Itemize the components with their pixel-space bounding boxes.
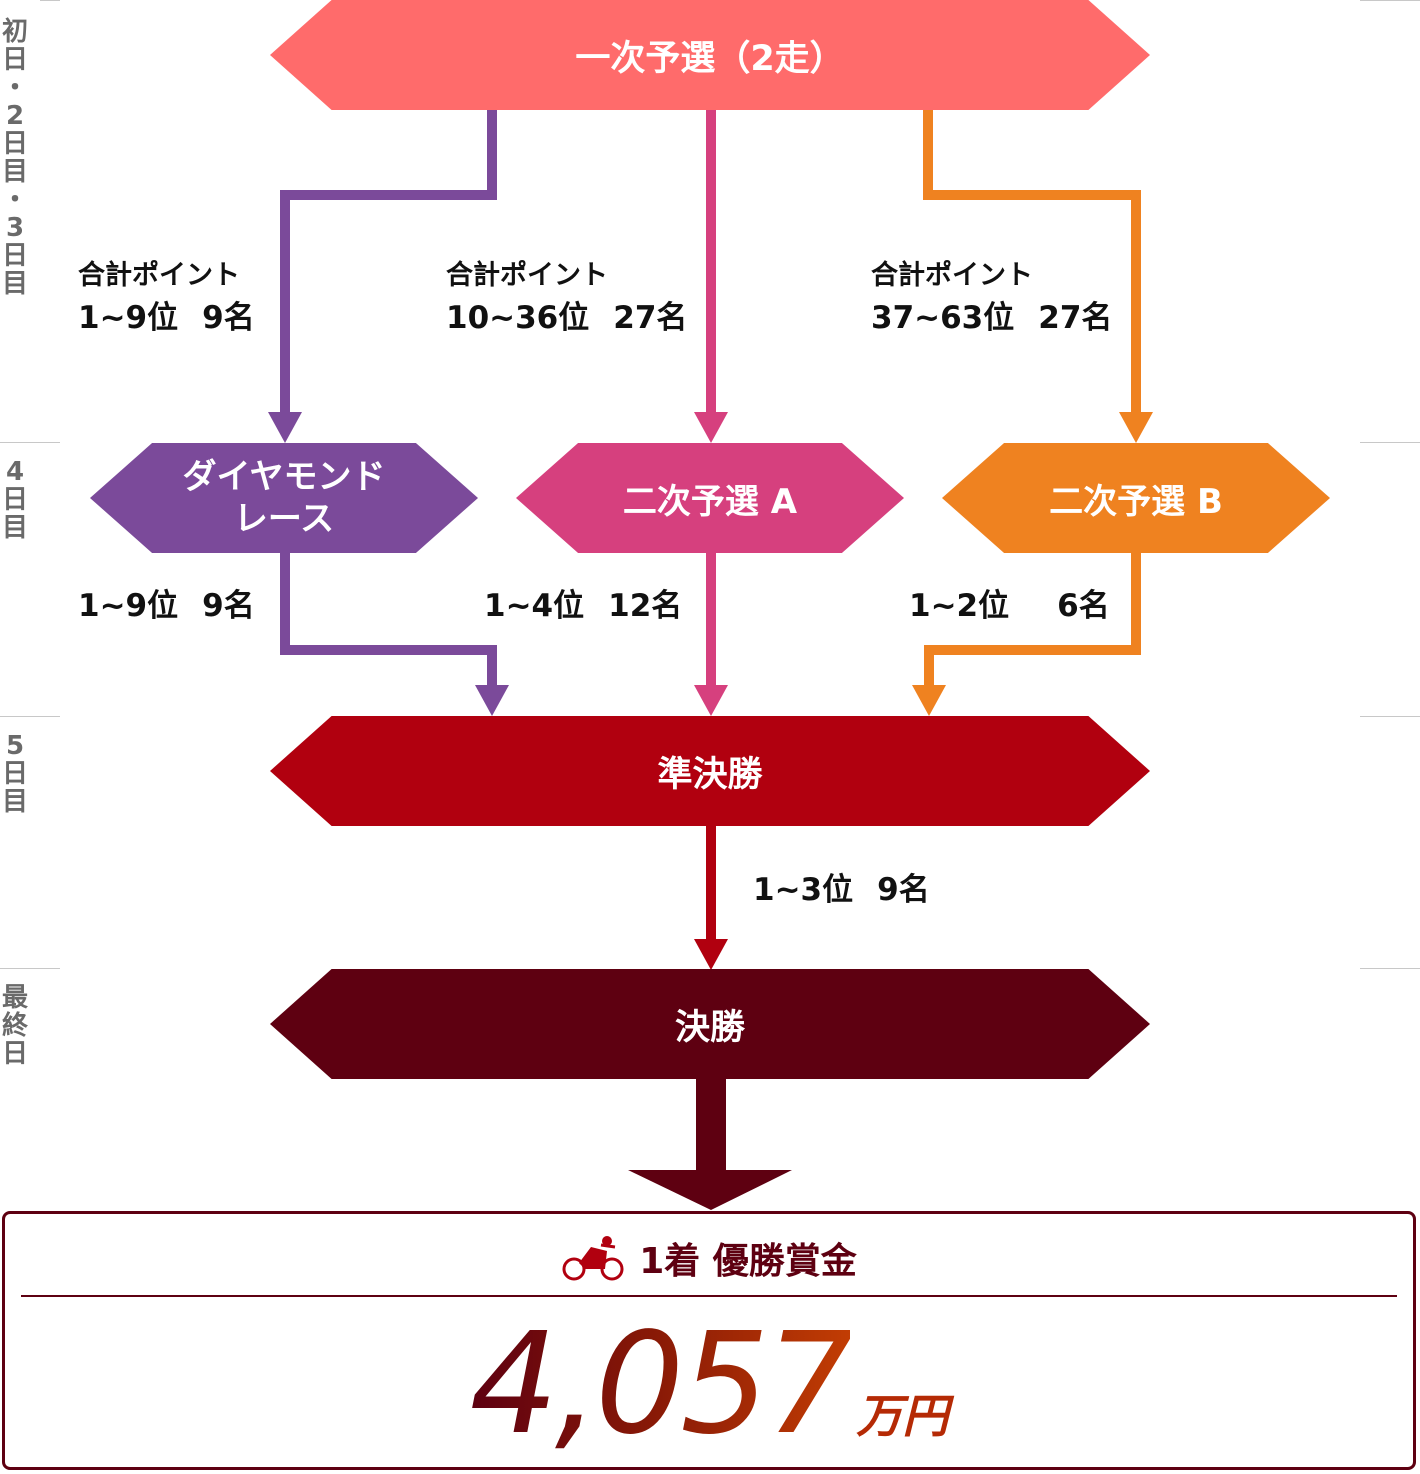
day-label-char: 目	[1, 269, 28, 299]
stage-second-a-label: 二次予選 A	[622, 481, 798, 522]
points-caption: 合計ポイント	[78, 260, 240, 291]
rank-range: 1~4位	[484, 588, 585, 624]
stage-semifinal: 準決勝	[270, 716, 1150, 826]
prize-header: 1着 優勝賞金	[5, 1232, 1413, 1284]
cyclist-icon	[562, 1236, 624, 1281]
day-label-char: 目	[1, 787, 28, 817]
advance-label-left: 合計ポイント 1~9位 9名	[78, 257, 255, 341]
rank-count: 9名	[877, 872, 930, 908]
day-label-char: 3	[5, 213, 25, 243]
rank-count: 12名	[608, 588, 683, 624]
day-label-char: 日	[1, 129, 28, 159]
advance-from-diamond: 1~9位 9名	[78, 586, 255, 626]
connector-diamond-to-semi	[280, 553, 497, 688]
rank-range: 1~2位	[909, 588, 1010, 624]
divider	[1360, 0, 1420, 1]
divider	[1360, 716, 1420, 717]
final-to-prize-stem	[696, 1078, 726, 1170]
day-label-char: 目	[1, 513, 28, 543]
advance-from-semifinal: 1~3位 9名	[753, 870, 930, 910]
stage-final: 決勝	[270, 969, 1150, 1079]
day-label-char: ・	[1, 185, 28, 215]
stage-diamond-race: ダイヤモンド レース	[90, 443, 478, 553]
connector-secondB-to-semi	[924, 553, 1141, 688]
final-to-prize-arrowhead	[628, 1170, 792, 1210]
day-label-char: 5	[5, 731, 25, 761]
points-caption: 合計ポイント	[446, 260, 608, 291]
day-label-char: 2	[5, 101, 25, 131]
rank-count: 9名	[202, 588, 255, 624]
connector-first-to-diamond	[280, 108, 497, 415]
rank-count: 27名	[613, 300, 688, 336]
rank-count: 6名	[1057, 588, 1110, 624]
day-label-char: 初	[1, 17, 28, 47]
prize-amount-unit: 万円	[856, 1389, 949, 1443]
stage-second-b-label: 二次予選 B	[1049, 481, 1223, 522]
prize-title: 1着 優勝賞金	[639, 1241, 857, 1282]
stage-second-b: 二次予選 B	[942, 443, 1330, 553]
prize-box: 1着 優勝賞金 4,057 万円	[2, 1211, 1416, 1470]
arrowhead	[912, 685, 946, 716]
day-label-char: 4	[5, 457, 25, 487]
divider	[1360, 442, 1420, 443]
day-label-char: ・	[1, 73, 28, 103]
divider	[40, 0, 60, 1]
rank-range: 1~9位	[78, 588, 179, 624]
stage-diamond-line2: レース	[233, 499, 335, 539]
arrowhead	[268, 412, 302, 443]
day-label-char: 日	[1, 759, 28, 789]
day-label-char: 日	[1, 485, 28, 515]
rank-count: 9名	[202, 300, 255, 336]
prize-amount: 4,057 万円	[5, 1310, 1413, 1460]
arrowhead	[694, 412, 728, 443]
rank-range: 1~3位	[753, 872, 854, 908]
day-label-final: 最終日	[0, 984, 30, 1068]
rank-range: 1~9位	[78, 300, 179, 336]
stage-first-qualifier: 一次予選（2走）	[270, 0, 1150, 110]
advance-label-right: 合計ポイント 37~63位 27名	[871, 257, 1112, 341]
day-label-char: 日	[1, 241, 28, 271]
stage-semifinal-label: 準決勝	[657, 754, 763, 795]
points-caption: 合計ポイント	[871, 260, 1033, 291]
arrowhead	[694, 685, 728, 716]
day-label-char: 終	[1, 1011, 28, 1041]
divider	[0, 716, 60, 717]
prize-amount-value: 4,057	[469, 1303, 855, 1466]
arrowhead	[694, 939, 728, 970]
advance-label-mid: 合計ポイント 10~36位 27名	[446, 257, 687, 341]
day-label-char: 日	[1, 45, 28, 75]
divider	[0, 968, 60, 969]
day-label-char: 日	[1, 1039, 28, 1069]
advance-from-second-b: 1~2位 6名	[909, 586, 1110, 626]
arrowhead	[1119, 412, 1153, 443]
stage-diamond-line1: ダイヤモンド	[182, 457, 386, 497]
rank-range: 37~63位	[871, 300, 1015, 336]
stage-second-a: 二次予選 A	[516, 443, 904, 553]
rank-range: 10~36位	[446, 300, 590, 336]
prize-divider	[21, 1295, 1397, 1297]
arrowhead	[475, 685, 509, 716]
divider	[0, 442, 60, 443]
day-label-char: 目	[1, 157, 28, 187]
rank-count: 27名	[1038, 300, 1113, 336]
day-label-char: 最	[1, 983, 28, 1013]
stage-first-label: 一次予選（2走）	[575, 38, 845, 79]
connector-first-to-secondB	[923, 108, 1141, 415]
stage-final-label: 決勝	[674, 1007, 745, 1048]
advance-from-second-a: 1~4位 12名	[484, 586, 682, 626]
divider	[1360, 968, 1420, 969]
